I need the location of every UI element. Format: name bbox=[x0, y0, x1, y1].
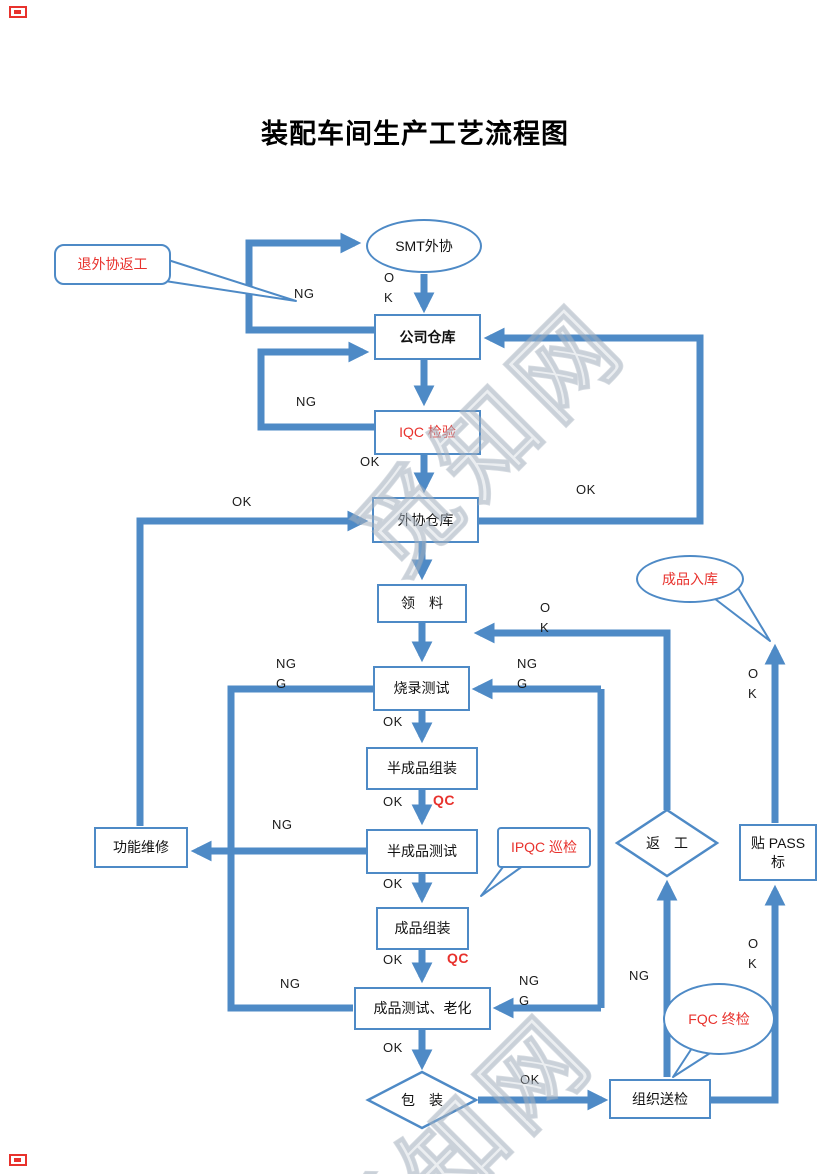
label-ng-semi-test: NG bbox=[272, 817, 293, 832]
label-ng-final-left: NG bbox=[280, 976, 301, 991]
label-ok-burn: OK bbox=[383, 714, 403, 729]
label-ok-semi-test: OK bbox=[383, 876, 403, 891]
rework-diamond-shape bbox=[614, 808, 720, 878]
node-smt-outsource: SMT外协 bbox=[366, 219, 482, 273]
label-ok-final-test: OK bbox=[383, 1040, 403, 1055]
edge-iqc-ng-to-company-warehouse bbox=[257, 341, 374, 431]
node-rework: 返 工 bbox=[646, 834, 688, 851]
node-pass-label: 贴 PASS 标 bbox=[739, 824, 817, 881]
label-ok-semi-assembly: OK bbox=[383, 794, 403, 809]
label-ok-pass-up: O K bbox=[748, 666, 759, 701]
callout-fqc-final: FQC 终检 bbox=[663, 983, 775, 1055]
node-outsource-warehouse: 外协仓库 bbox=[372, 497, 479, 543]
label-ok-iqc: OK bbox=[360, 454, 380, 469]
packing-diamond-shape bbox=[365, 1070, 479, 1130]
label-qc-final: QC bbox=[447, 950, 469, 966]
callout-ipqc-patrol: IPQC 巡检 bbox=[497, 827, 591, 868]
callout-tail-return-outsource bbox=[164, 258, 297, 302]
label-ng-final-right: NG G bbox=[519, 973, 540, 1008]
site-logo-mark-bottom bbox=[9, 1154, 27, 1166]
edge-inspection-ok-to-pass-label bbox=[711, 884, 786, 1104]
label-ng-inspection: NG bbox=[629, 968, 650, 983]
page-title: 装配车间生产工艺流程图 bbox=[261, 119, 569, 149]
label-ok-final-assembly: OK bbox=[383, 952, 403, 967]
node-final-test-aging: 成品测试、老化 bbox=[354, 987, 491, 1030]
edge-right-loop-to-company-warehouse bbox=[479, 327, 704, 525]
label-ok-right-loop: OK bbox=[576, 482, 596, 497]
callout-finished-stock-in: 成品入库 bbox=[636, 555, 744, 603]
edge-repair-ok-to-outsource-warehouse bbox=[136, 510, 369, 826]
node-material-pick: 领 料 bbox=[377, 584, 467, 623]
node-packing: 包 装 bbox=[401, 1091, 443, 1108]
node-burn-test: 烧录测试 bbox=[373, 666, 470, 711]
node-function-repair: 功能维修 bbox=[94, 827, 188, 868]
node-final-assembly: 成品组装 bbox=[376, 907, 469, 950]
node-iqc-inspection: IQC 检验 bbox=[374, 410, 481, 455]
label-ng-iqc-loop: NG bbox=[296, 394, 317, 409]
node-submit-inspection: 组织送检 bbox=[609, 1079, 711, 1119]
label-ok-repair-return: OK bbox=[232, 494, 252, 509]
site-logo-mark-top bbox=[9, 6, 27, 18]
node-semi-product-assembly: 半成品组装 bbox=[366, 747, 478, 790]
label-ng-burn-right: NG G bbox=[517, 656, 538, 691]
label-ng-top-loop: NG bbox=[294, 286, 315, 301]
node-company-warehouse: 公司仓库 bbox=[374, 314, 481, 360]
label-ok-smt: O K bbox=[384, 270, 395, 305]
callout-return-outsource-rework: 退外协返工 bbox=[54, 244, 171, 285]
label-ok-to-pass: O K bbox=[748, 936, 759, 971]
label-ok-rework-return: O K bbox=[540, 600, 551, 635]
node-semi-product-test: 半成品测试 bbox=[366, 829, 478, 874]
label-ng-burn-left: NG G bbox=[276, 656, 297, 691]
label-qc-semi: QC bbox=[433, 792, 455, 808]
edge-rework-to-pick bbox=[473, 622, 671, 810]
label-ok-packing: OK bbox=[520, 1072, 540, 1087]
